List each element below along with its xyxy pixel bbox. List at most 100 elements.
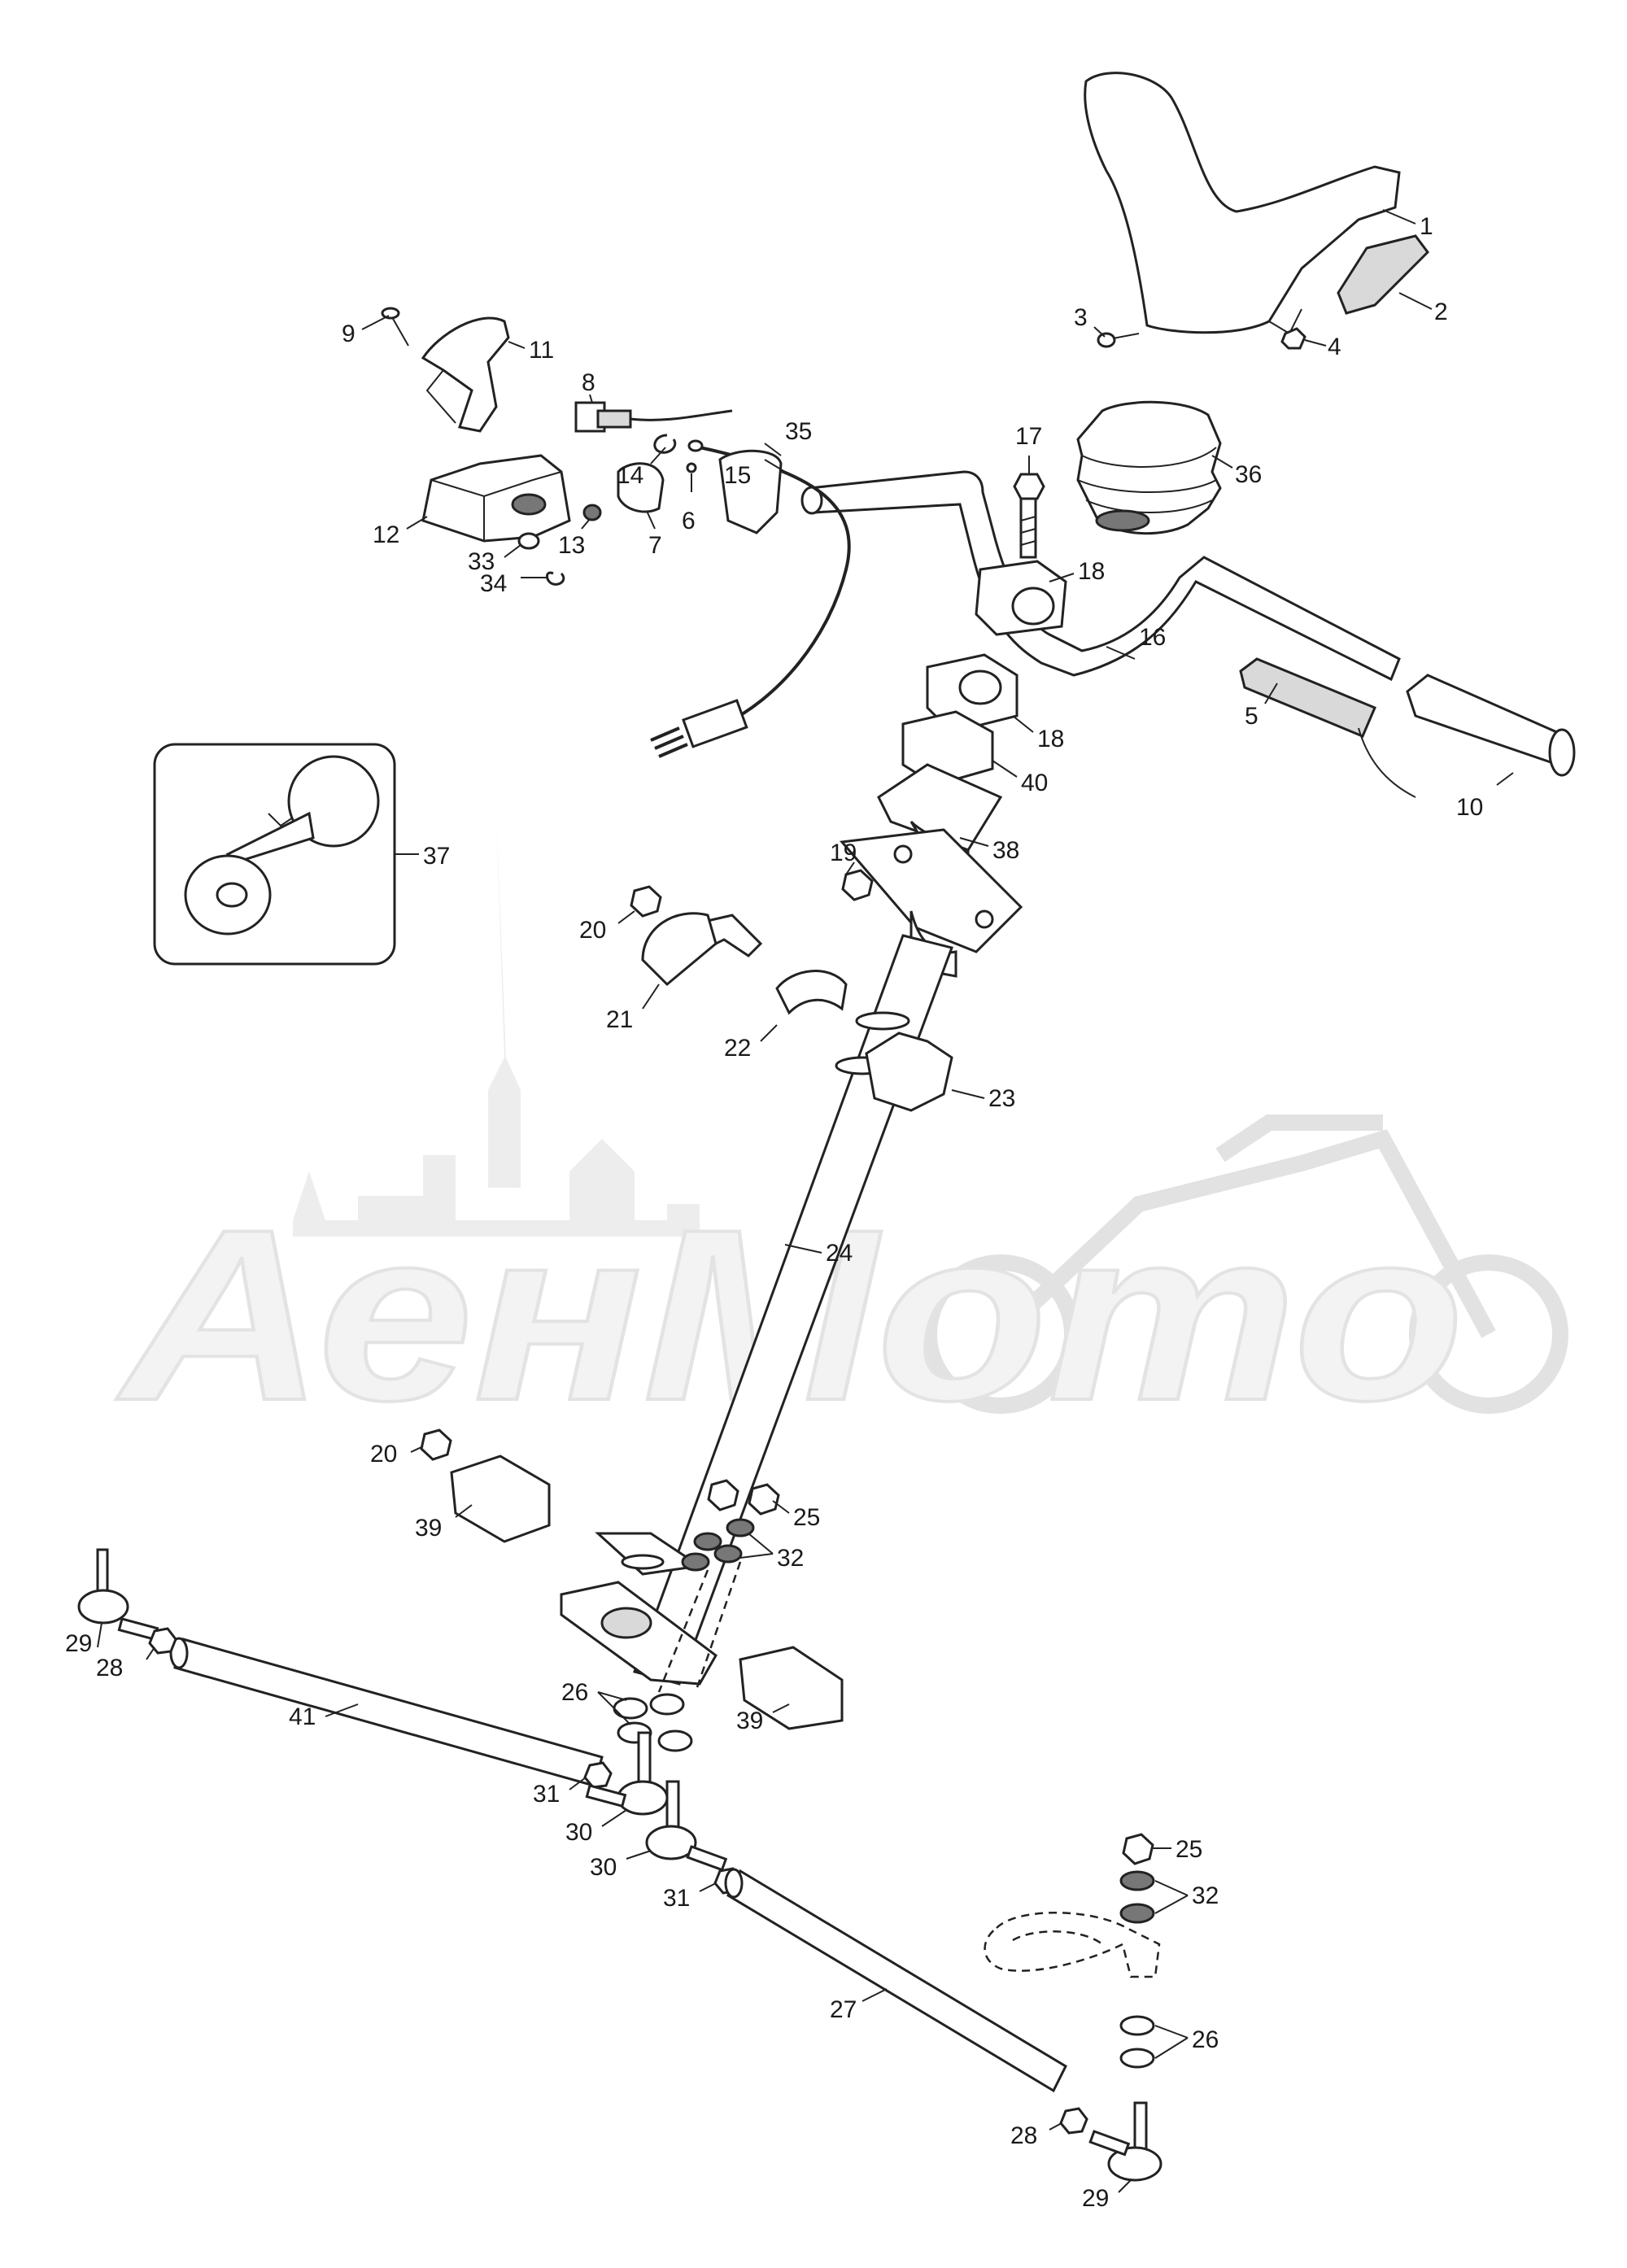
leader-28a bbox=[146, 1646, 155, 1660]
callout-18a: 18 bbox=[1078, 558, 1105, 585]
leader-29a bbox=[97, 1622, 103, 1648]
callout-12: 12 bbox=[373, 521, 399, 548]
leader-39a bbox=[455, 1504, 473, 1518]
callout-27: 27 bbox=[830, 1996, 857, 2023]
watermark-text: АенМото bbox=[113, 1178, 1464, 1451]
leader-10 bbox=[1496, 772, 1514, 786]
callout-40: 40 bbox=[1021, 770, 1048, 796]
leader-19 bbox=[845, 861, 855, 875]
switch-cable bbox=[650, 439, 851, 758]
leader-36 bbox=[1211, 455, 1233, 469]
callout-32b: 32 bbox=[1192, 1882, 1219, 1909]
watermark: АенМото bbox=[111, 813, 1568, 1453]
callout-21: 21 bbox=[606, 1006, 633, 1033]
leader-21 bbox=[642, 984, 660, 1010]
callout-13: 13 bbox=[558, 532, 585, 559]
callout-37: 37 bbox=[423, 843, 450, 870]
tie-rod-right bbox=[726, 1869, 1067, 2093]
callout-30b: 30 bbox=[590, 1854, 617, 1881]
cover-screw bbox=[1097, 332, 1140, 348]
callout-22: 22 bbox=[724, 1035, 751, 1062]
lock-washer-4 bbox=[713, 1544, 743, 1564]
leader-41 bbox=[325, 1703, 359, 1717]
leader-28b bbox=[1049, 2122, 1062, 2131]
callout-19: 19 bbox=[830, 840, 857, 866]
tie-rod-nut-left bbox=[148, 1627, 177, 1655]
stack-flat-washer-2 bbox=[1119, 2048, 1155, 2069]
leader-33 bbox=[504, 544, 521, 558]
cable-clip bbox=[653, 434, 677, 454]
mount-nut-upper bbox=[630, 885, 662, 918]
watermark-spire bbox=[488, 813, 521, 1188]
callout-4: 4 bbox=[1328, 334, 1341, 360]
leader-4 bbox=[1304, 339, 1327, 347]
leader-2 bbox=[1398, 292, 1433, 310]
leader-20a bbox=[617, 910, 635, 924]
callout-2: 2 bbox=[1434, 299, 1448, 325]
callout-31a: 31 bbox=[533, 1781, 560, 1808]
cover-insert bbox=[1337, 234, 1429, 315]
flange-nut-1 bbox=[707, 1479, 739, 1511]
column-clamp-bracket bbox=[641, 912, 763, 987]
leader-20b bbox=[410, 1446, 424, 1453]
callout-39a: 39 bbox=[415, 1515, 442, 1542]
stack-nut bbox=[1122, 1833, 1154, 1865]
assembly-line-1 bbox=[657, 1569, 709, 1693]
cover-nut bbox=[1280, 327, 1306, 350]
leader-18b bbox=[1012, 715, 1034, 733]
watermark-city-skyline bbox=[293, 1139, 700, 1236]
housing-screw bbox=[582, 504, 602, 521]
flat-washer-1 bbox=[613, 1697, 648, 1720]
leader-7 bbox=[646, 510, 656, 530]
callout-25b: 25 bbox=[1176, 1836, 1202, 1863]
throttle-grip bbox=[1239, 657, 1376, 738]
callout-41: 41 bbox=[289, 1703, 316, 1730]
dashed-mount-bracket bbox=[984, 1912, 1161, 1978]
column-bush bbox=[865, 1032, 953, 1112]
callout-8: 8 bbox=[582, 369, 595, 396]
clamp-bolt bbox=[1013, 473, 1045, 559]
assembly-line-2 bbox=[694, 1561, 742, 1693]
tie-rod-end-left bbox=[77, 1548, 159, 1642]
tie-rod-end-right bbox=[1088, 2101, 1162, 2182]
switch-pin bbox=[381, 307, 409, 347]
leader-12 bbox=[406, 516, 428, 530]
leader-35 bbox=[764, 443, 782, 456]
watermark-motorcycle-frame bbox=[995, 1114, 1496, 1341]
horn-inset bbox=[153, 743, 396, 966]
callout-39b: 39 bbox=[736, 1708, 763, 1734]
stack-lock-washer-1 bbox=[1119, 1870, 1155, 1891]
switch-cover bbox=[718, 449, 783, 534]
throttle-cable bbox=[1358, 727, 1416, 798]
callout-9: 9 bbox=[342, 321, 355, 347]
callout-33: 33 bbox=[468, 548, 495, 575]
flange-nut-2 bbox=[748, 1483, 780, 1516]
hand-grip bbox=[1406, 674, 1576, 777]
leader-3 bbox=[1093, 326, 1106, 338]
callout-17: 17 bbox=[1015, 423, 1042, 450]
leader-lines bbox=[97, 209, 1514, 2193]
lock-washer-2 bbox=[726, 1518, 755, 1537]
leader-29b bbox=[1118, 2179, 1132, 2193]
lock-washer-1 bbox=[693, 1532, 722, 1551]
lock-nut-31-left bbox=[583, 1761, 613, 1789]
leader-9 bbox=[361, 315, 390, 330]
leader-15 bbox=[764, 459, 786, 473]
callout-32a: 32 bbox=[777, 1545, 804, 1572]
callout-36: 36 bbox=[1235, 461, 1262, 488]
callout-3: 3 bbox=[1074, 304, 1088, 331]
leader-39b bbox=[772, 1703, 790, 1713]
leader-30a bbox=[601, 1809, 627, 1827]
callout-26a: 26 bbox=[561, 1679, 588, 1706]
callout-6: 6 bbox=[682, 508, 696, 534]
callout-20b: 20 bbox=[370, 1441, 397, 1468]
switch-connector bbox=[574, 401, 733, 433]
callout-31b: 31 bbox=[663, 1885, 690, 1912]
leader-14 bbox=[650, 447, 666, 465]
leader-26a bbox=[597, 1691, 631, 1725]
cap-screw bbox=[686, 462, 697, 473]
bellows-boot bbox=[1076, 400, 1222, 535]
callout-29b: 29 bbox=[1082, 2185, 1109, 2212]
leader-8 bbox=[589, 394, 593, 403]
leader-32b bbox=[1154, 1880, 1189, 1914]
